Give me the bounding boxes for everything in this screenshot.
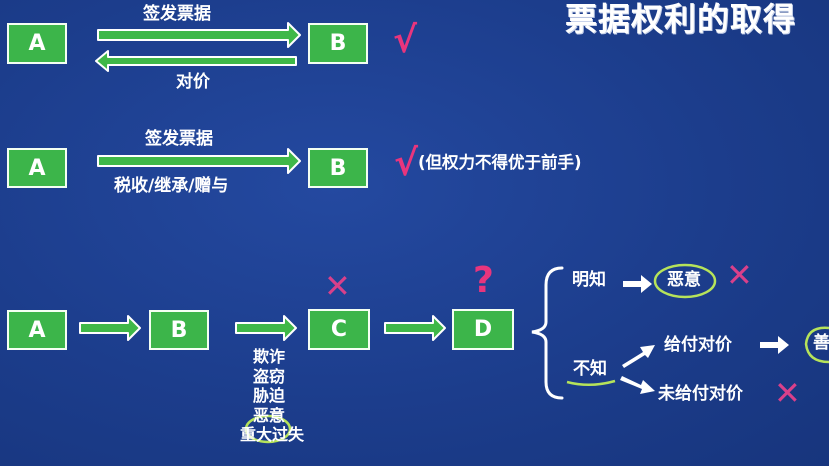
method-malice-circle (244, 414, 292, 444)
unknown-to-unpaid-arrow (620, 376, 655, 394)
known-result-label: 恶意 (667, 270, 701, 290)
branch-known-label: 明知 (572, 270, 606, 290)
paid-arrow (760, 336, 789, 354)
row1-node-b: B (308, 23, 368, 64)
row2-node-b: B (308, 148, 368, 188)
known-arrow (623, 275, 652, 293)
unpaid-cross-icon: ✕ (774, 374, 801, 412)
method-item: 重大过失 (240, 425, 305, 444)
method-item: 欺诈 (252, 347, 285, 366)
row1-forward-arrow (97, 22, 301, 48)
unpaid-label: 未给付对价 (658, 384, 743, 404)
unknown-underline (566, 379, 616, 386)
paid-label: 给付对价 (664, 335, 732, 355)
method-item: 恶意 (252, 405, 285, 425)
row2-note: (但权力不得优于前手) (418, 153, 582, 172)
known-cross-icon: ✕ (726, 256, 753, 294)
row1-bottom-label: 对价 (176, 72, 210, 92)
unknown-to-paid-arrow (622, 345, 655, 368)
method-item: 胁迫 (252, 386, 285, 405)
row3-c-cross-icon: ✕ (324, 267, 351, 305)
paid-result-label: 善 (813, 333, 829, 353)
row3-node-a: A (7, 310, 67, 350)
row3-d-question-icon: ? (473, 260, 494, 301)
branch-bracket (531, 266, 564, 400)
row1-check-icon: √ (393, 20, 418, 61)
row2-node-a: A (7, 148, 67, 188)
row2-forward-arrow (97, 148, 301, 174)
row1-node-a: A (7, 23, 67, 64)
row2-bottom-label: 税收/继承/赠与 (114, 176, 229, 196)
row3-node-d: D (452, 309, 514, 350)
row3-arrow-c-d (384, 315, 446, 341)
row3-arrow-b-c (235, 315, 297, 341)
known-result-circle (653, 263, 717, 299)
row3-arrow-a-b (79, 315, 141, 341)
paid-result-circle (804, 326, 829, 364)
row2-check-icon: √ (394, 143, 419, 184)
branch-unknown-label: 不知 (573, 359, 607, 379)
row2-top-label: 签发票据 (145, 129, 213, 149)
row3-node-b: B (149, 310, 209, 350)
row1-back-arrow (95, 50, 297, 72)
slide-title: 票据权利的取得 (565, 0, 797, 38)
method-item: 盗窃 (252, 366, 285, 386)
row1-top-label: 签发票据 (143, 4, 211, 24)
row3-node-c: C (308, 309, 370, 350)
acquisition-methods-list: 欺诈 盗窃 胁迫 恶意 重大过失 (240, 347, 305, 445)
